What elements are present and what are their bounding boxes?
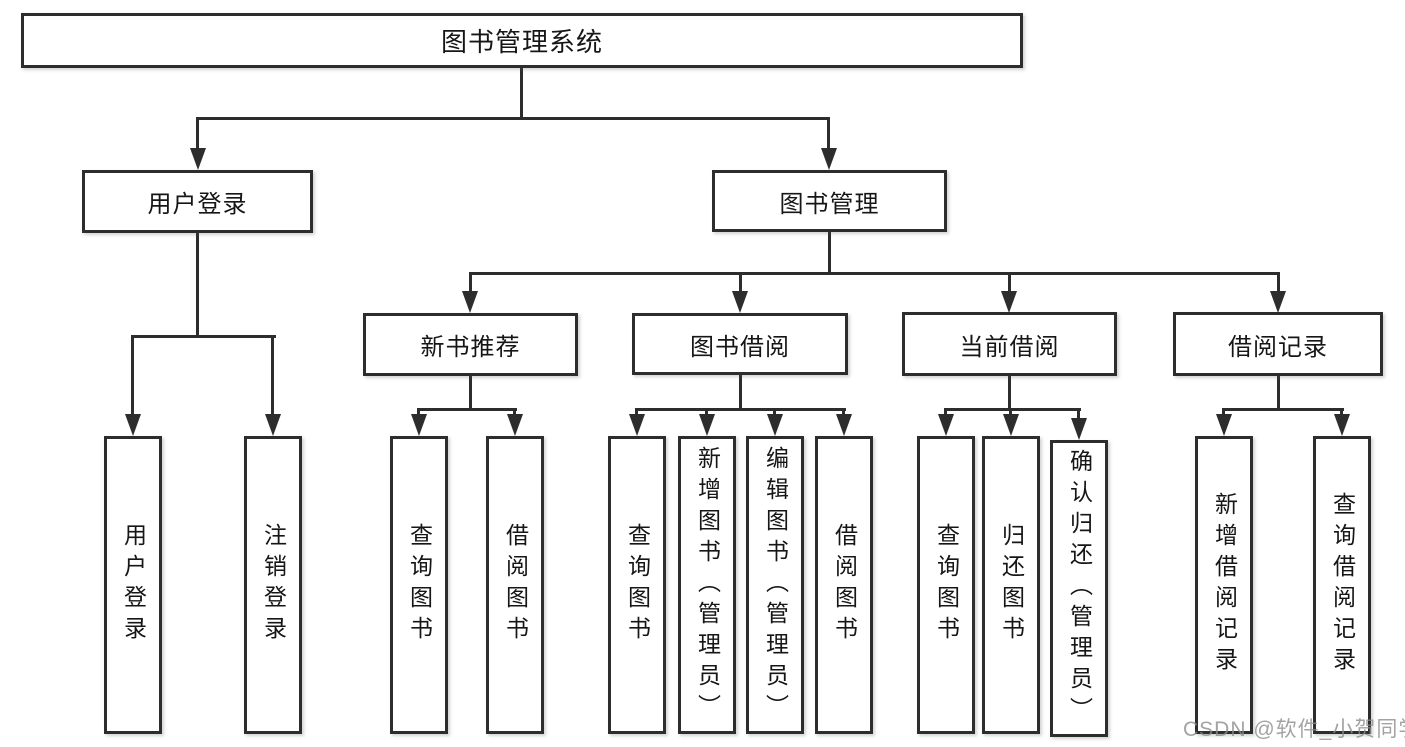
arrow-down-icon [507, 414, 523, 436]
connector-line [739, 272, 742, 293]
leaf-return-books: 归还图书 [982, 436, 1040, 734]
arrow-down-icon [699, 414, 715, 436]
connector-line [1008, 272, 1011, 293]
arrow-down-icon [629, 414, 645, 436]
leaf-label: 查询图书 [933, 523, 960, 647]
leaf-label: 借阅图书 [502, 523, 529, 647]
arrow-down-icon [1216, 414, 1232, 436]
connector-line [520, 66, 523, 120]
node-borrow-records: 借阅记录 [1173, 312, 1383, 376]
connector-line [469, 374, 472, 411]
arrow-down-icon [462, 291, 478, 313]
leaf-label: 编辑图书（管理员） [762, 445, 789, 725]
node-book-management: 图书管理 [712, 170, 947, 232]
connector-line [828, 231, 831, 275]
leaf-label: 查询图书 [624, 523, 651, 647]
arrow-down-icon [265, 414, 281, 436]
node-user-login: 用户登录 [82, 170, 313, 233]
leaf-label: 确认归还（管理员） [1066, 449, 1093, 728]
arrow-down-icon [938, 414, 954, 436]
connector-line [636, 408, 846, 411]
connector-line [513, 408, 516, 418]
connector-line [944, 408, 947, 418]
leaf-label: 归还图书 [998, 523, 1025, 647]
arrow-down-icon [836, 414, 852, 436]
arrow-down-icon [1003, 414, 1019, 436]
leaf-logout: 注销登录 [244, 436, 302, 734]
connector-line [739, 374, 742, 411]
leaf-query-books-current: 查询图书 [917, 436, 975, 734]
leaf-label: 用户登录 [120, 523, 147, 647]
node-label: 图书管理系统 [440, 27, 603, 57]
leaf-query-books-recommend: 查询图书 [390, 436, 448, 734]
connector-line [196, 117, 830, 120]
node-library-system: 图书管理系统 [21, 13, 1023, 68]
leaf-label: 新增借阅记录 [1211, 492, 1238, 678]
arrow-down-icon [767, 414, 783, 436]
connector-line [1222, 408, 1225, 418]
leaf-label: 注销登录 [260, 523, 287, 647]
leaf-edit-book-admin: 编辑图书（管理员） [746, 436, 804, 734]
leaf-add-borrow-record: 新增借阅记录 [1195, 436, 1253, 734]
node-new-book-recommend: 新书推荐 [363, 313, 578, 376]
connector-line [418, 408, 517, 411]
connector-line [1277, 272, 1280, 293]
arrow-down-icon [1001, 291, 1017, 313]
connector-line [842, 408, 845, 418]
node-label: 当前借阅 [959, 333, 1060, 361]
leaf-label: 查询借阅记录 [1329, 492, 1356, 678]
node-label: 图书借阅 [690, 333, 790, 361]
leaf-add-book-admin: 新增图书（管理员） [678, 436, 736, 734]
connector-line [773, 408, 776, 418]
connector-line [196, 231, 199, 338]
leaf-query-books-borrow: 查询图书 [608, 436, 666, 734]
connector-line [271, 335, 274, 418]
csdn-watermark: CSDN @软件_小贺同学 [1183, 718, 1405, 741]
arrow-down-icon [125, 414, 141, 436]
connector-line [196, 117, 199, 151]
connector-line [1223, 408, 1344, 411]
connector-line [635, 408, 638, 418]
connector-line [1009, 408, 1012, 418]
leaf-label: 借阅图书 [831, 523, 858, 647]
arrow-down-icon [411, 414, 427, 436]
node-label: 借阅记录 [1228, 333, 1328, 361]
connector-line [1008, 374, 1011, 411]
arrow-down-icon [732, 291, 748, 313]
arrow-down-icon [1334, 414, 1350, 436]
node-label: 新书推荐 [420, 334, 521, 361]
connector-line [1277, 374, 1280, 411]
connector-line [131, 335, 134, 418]
connector-line [1077, 408, 1080, 418]
connector-line [1340, 408, 1343, 418]
connector-line [705, 408, 708, 418]
arrow-down-icon [1270, 291, 1286, 313]
node-label: 图书管理 [779, 190, 880, 218]
connector-line [827, 117, 830, 151]
arrow-down-icon [190, 148, 206, 170]
leaf-confirm-return-admin: 确认归还（管理员） [1050, 440, 1108, 737]
leaf-label: 查询图书 [406, 523, 433, 647]
leaf-user-login: 用户登录 [104, 436, 162, 734]
arrow-down-icon [1071, 418, 1087, 440]
leaf-borrow-books: 借阅图书 [815, 436, 873, 734]
connector-line [469, 272, 472, 293]
node-book-borrow: 图书借阅 [632, 313, 848, 375]
connector-line [945, 408, 1081, 411]
node-label: 用户登录 [147, 191, 248, 218]
connector-line [131, 335, 276, 338]
arrow-down-icon [821, 148, 837, 170]
connector-line [469, 272, 1280, 275]
leaf-query-borrow-record: 查询借阅记录 [1313, 436, 1371, 734]
connector-line [417, 408, 420, 418]
node-current-borrow: 当前借阅 [902, 312, 1117, 376]
leaf-borrow-books-recommend: 借阅图书 [486, 436, 544, 734]
leaf-label: 新增图书（管理员） [694, 445, 721, 725]
